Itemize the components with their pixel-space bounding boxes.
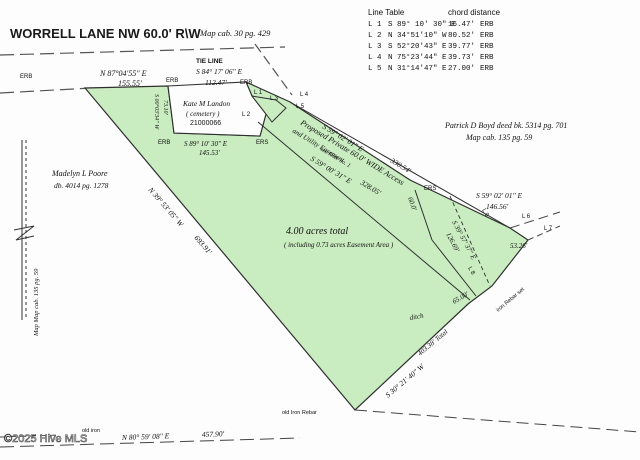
adjoining-boundaries: [0, 211, 640, 448]
erb-mid-label: ERB: [166, 78, 178, 84]
erb-mid2-label: ERB: [240, 80, 252, 86]
line-table-cell-tag: ERB: [480, 54, 494, 62]
cemetery-notch: [250, 95, 287, 123]
road-name: WORRELL LANE NW 60.0' R\W: [10, 26, 201, 41]
tie-line-label: TIE LINE: [196, 58, 223, 65]
cemetery-pin: 21000066: [190, 120, 221, 127]
top-distance-label: 155.55': [118, 79, 142, 88]
line-table-rows: L 1 S 89° 10' 30" E16.47' ERB L 2 N 34°51'10…: [368, 20, 494, 73]
left-boundary-line: [13, 140, 35, 320]
callout-l3: L 3: [270, 96, 279, 102]
adjoining-owner-right: Patrick D Boyd deed bk. 5314 pg. 701: [444, 121, 567, 130]
callout-l8: L 8: [466, 266, 476, 277]
area-easement-note: ( including 0.73 acres Easement Area ): [284, 241, 394, 249]
callout-l2: L 2: [242, 112, 251, 118]
line-table-cell-bearing: N 75°23'44" E: [388, 53, 447, 62]
line-table-title: Line Table: [368, 8, 405, 17]
tie-distance-label: 112.47': [205, 78, 227, 87]
callout-l1: L 1: [254, 90, 263, 96]
adjoining-owner-left: Madelyn L Poore: [51, 169, 108, 178]
iron-rebar-set-label: iron Rebar set: [495, 286, 526, 313]
callout-l5: L 5: [296, 104, 305, 110]
cemetery-bottom-bearing: S 89° 10' 30" E: [184, 140, 228, 148]
line-table-chord-header: chord distance: [448, 8, 501, 17]
erb-left-label: ERB: [20, 74, 32, 80]
cemetery-bottom-distance: 145.53': [199, 149, 220, 157]
line-table-cell-id: L 5: [368, 65, 382, 73]
cemetery-owner: Kate M Landon: [182, 99, 230, 108]
ditch-label: ditch: [409, 312, 425, 322]
adjoining-owner-left-ref: db. 4014 pg. 1278: [54, 181, 109, 190]
ers-cemetery-label: ERS: [256, 140, 268, 146]
bottom-boundary-distance: 457.90': [202, 429, 225, 439]
line-table-cell-tag: ERB: [480, 43, 494, 51]
old-iron-rebar-label: old Iron Rebar: [282, 410, 317, 416]
line-table-cell-id: L 3: [368, 43, 382, 51]
mls-watermark: ©2025 Hive MLS: [4, 433, 87, 445]
old-iron-left-label: old iron: [82, 428, 100, 434]
callout-l6: L 6: [522, 214, 531, 220]
road-map-reference: Map cab. 30 pg. 429: [199, 28, 271, 38]
line-table-cell-id: L 4: [368, 54, 382, 62]
right-boundary-distance: 146.56': [486, 202, 509, 211]
line-table-cell-dist: 27.00': [448, 65, 475, 73]
line-table-cell-bearing: S 89° 10' 30" E: [388, 20, 456, 29]
area-total-label: 4.00 acres total: [286, 226, 348, 237]
right-short-distance: 53.26': [510, 242, 528, 250]
road-right-of-way: [0, 43, 293, 96]
cemetery-left-bearing: S 00°03'34" W: [153, 94, 160, 130]
line-table-cell-dist: 16.47': [448, 21, 475, 29]
right-boundary-bearing: S 59° 02' 01" E: [476, 191, 523, 200]
easement-lines: [257, 101, 511, 301]
line-table-cell-bearing: N 31°14'47" E: [388, 64, 447, 73]
callout-l7: L 7: [544, 226, 553, 232]
ers-right-label: ERS: [424, 186, 436, 192]
line-table-cell-id: L 1: [368, 21, 382, 29]
adjoining-owner-right-map: Map cab. 135 pg. 59: [465, 133, 532, 142]
line-table-cell-dist: 39.73': [448, 54, 475, 62]
cemetery-left-distance: 73.10': [162, 100, 168, 116]
left-map-reference: Map Map cab. 135 pg. 59: [33, 268, 40, 337]
erb-cemetery-label: ERB: [158, 140, 170, 146]
line-table: Line Table chord distance L 1 S 89° 10' 3…: [368, 8, 501, 73]
top-bearing-label: N 87°04'55" E: [99, 69, 147, 78]
line-table-cell-dist: 39.77': [448, 43, 475, 51]
line-table-cell-tag: ERB: [480, 21, 494, 29]
cemetery-note: ( cemetery ): [186, 110, 220, 118]
line-table-cell-tag: ERB: [480, 65, 494, 73]
callout-l4: L 4: [300, 92, 309, 98]
line-table-cell-dist: 80.52': [448, 32, 475, 40]
bottom-boundary-bearing: N 80° 59' 08" E: [121, 431, 170, 442]
line-table-cell-bearing: N 34°51'10" W: [388, 31, 447, 40]
line-table-cell-tag: ERB: [480, 32, 494, 40]
callout-l9: L 9: [480, 208, 490, 219]
line-table-cell-id: L 2: [368, 32, 382, 40]
tie-bearing-label: S 84° 17' 06" E: [196, 67, 243, 76]
line-table-cell-bearing: S 52°20'43" E: [388, 42, 447, 51]
